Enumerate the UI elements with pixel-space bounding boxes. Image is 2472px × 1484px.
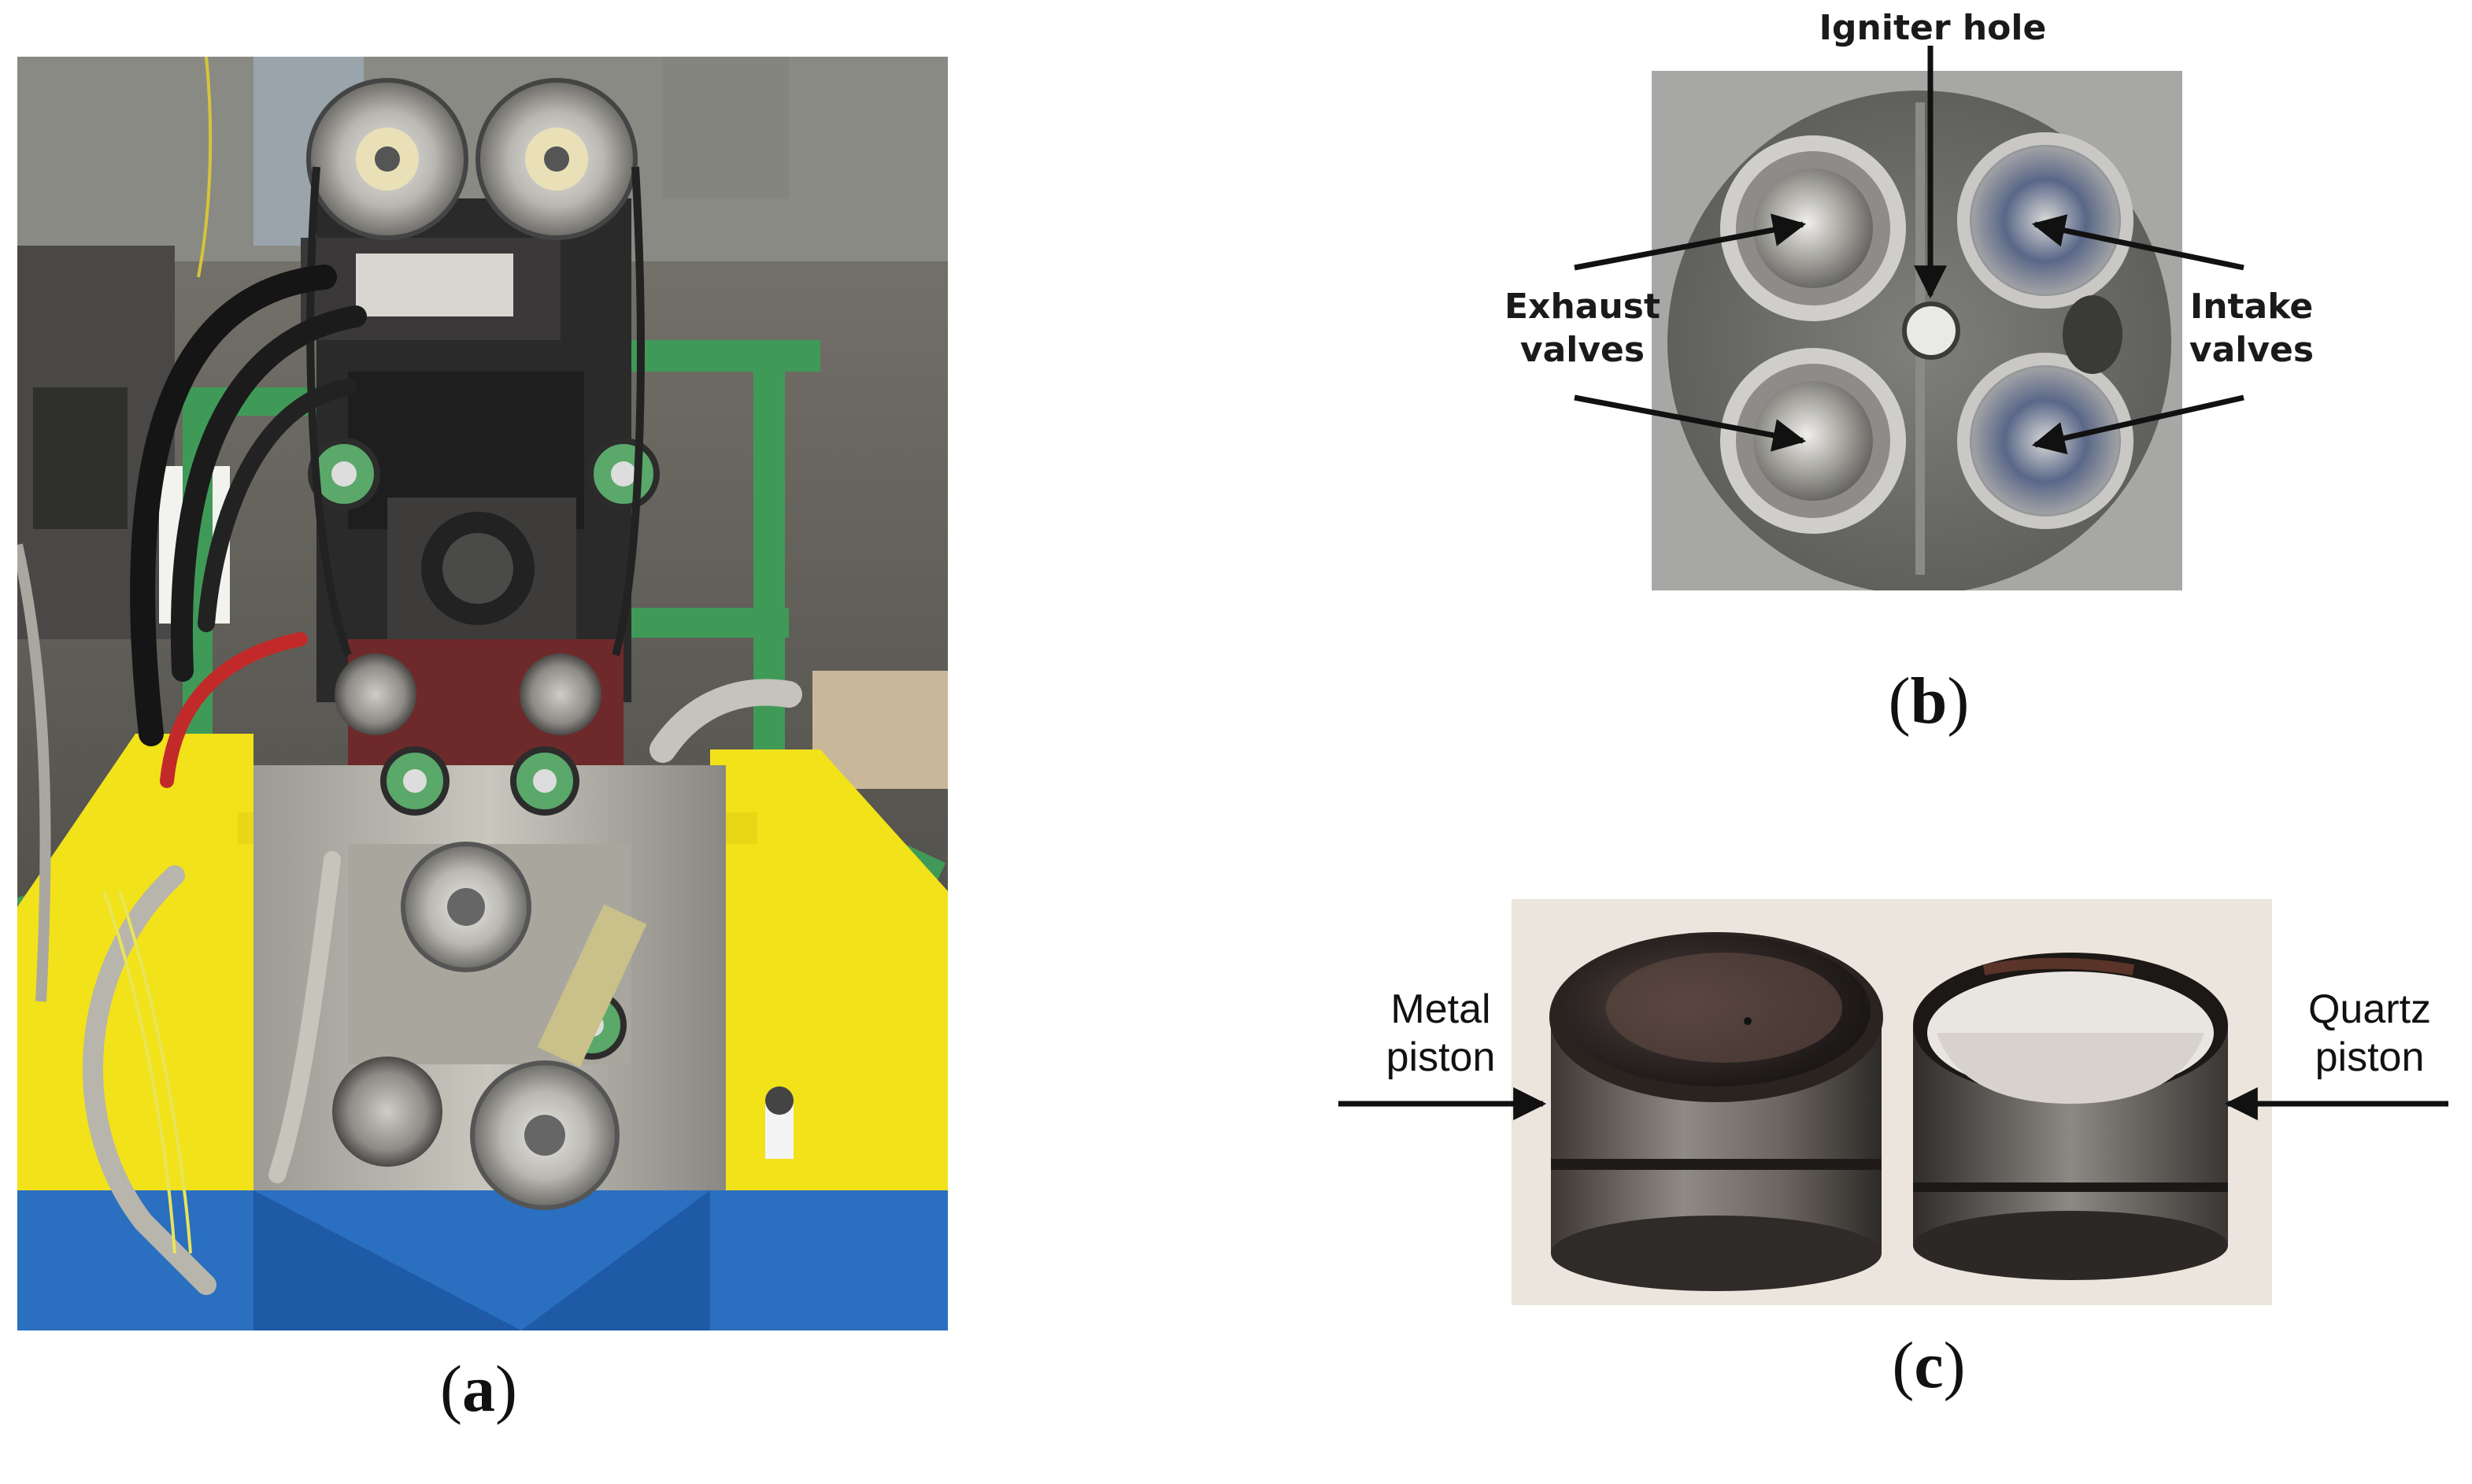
label-exhaust-line2: valves <box>1519 330 1645 370</box>
cylinder-head-illustration <box>1652 71 2182 594</box>
label-quartz-piston: Quartz piston <box>2275 986 2464 1082</box>
caption-b-letter: b <box>1910 664 1948 738</box>
label-intake-valves: Intake valves <box>2173 285 2330 372</box>
panel-a-engine-photo <box>12 56 948 1330</box>
caption-panel-c: (c) <box>1892 1329 1966 1402</box>
pistons-illustration <box>1512 899 2272 1305</box>
label-quartz-line1: Quartz <box>2307 986 2432 1032</box>
caption-a-letter: a <box>462 1353 495 1426</box>
label-exhaust-line1: Exhaust <box>1504 287 1660 327</box>
label-metal-piston: Metal piston <box>1346 986 1535 1082</box>
engine-photo-illustration <box>12 56 948 1330</box>
arrow-intake-upper <box>2031 214 2244 271</box>
label-igniter-text: Igniter hole <box>1819 8 2047 48</box>
label-metal-line2: piston <box>1386 1034 1496 1081</box>
caption-c-letter: c <box>1914 1329 1944 1402</box>
label-intake-line2: valves <box>2189 330 2315 370</box>
label-quartz-line2: piston <box>2315 1034 2425 1081</box>
caption-panel-b: (b) <box>1888 664 1970 738</box>
label-exhaust-valves: Exhaust valves <box>1496 285 1669 372</box>
panel-c-pistons-photo <box>1512 899 2272 1305</box>
label-metal-line1: Metal <box>1390 986 1491 1032</box>
label-igniter-hole: Igniter hole <box>1811 6 2055 50</box>
caption-panel-a: (a) <box>440 1353 517 1426</box>
arrow-exhaust-upper <box>1574 213 1807 271</box>
arrow-exhaust-lower <box>1574 394 1807 452</box>
arrow-intake-lower <box>2031 394 2244 455</box>
label-intake-line1: Intake <box>2189 287 2314 327</box>
panel-b-cylinder-head-photo <box>1652 71 2182 594</box>
